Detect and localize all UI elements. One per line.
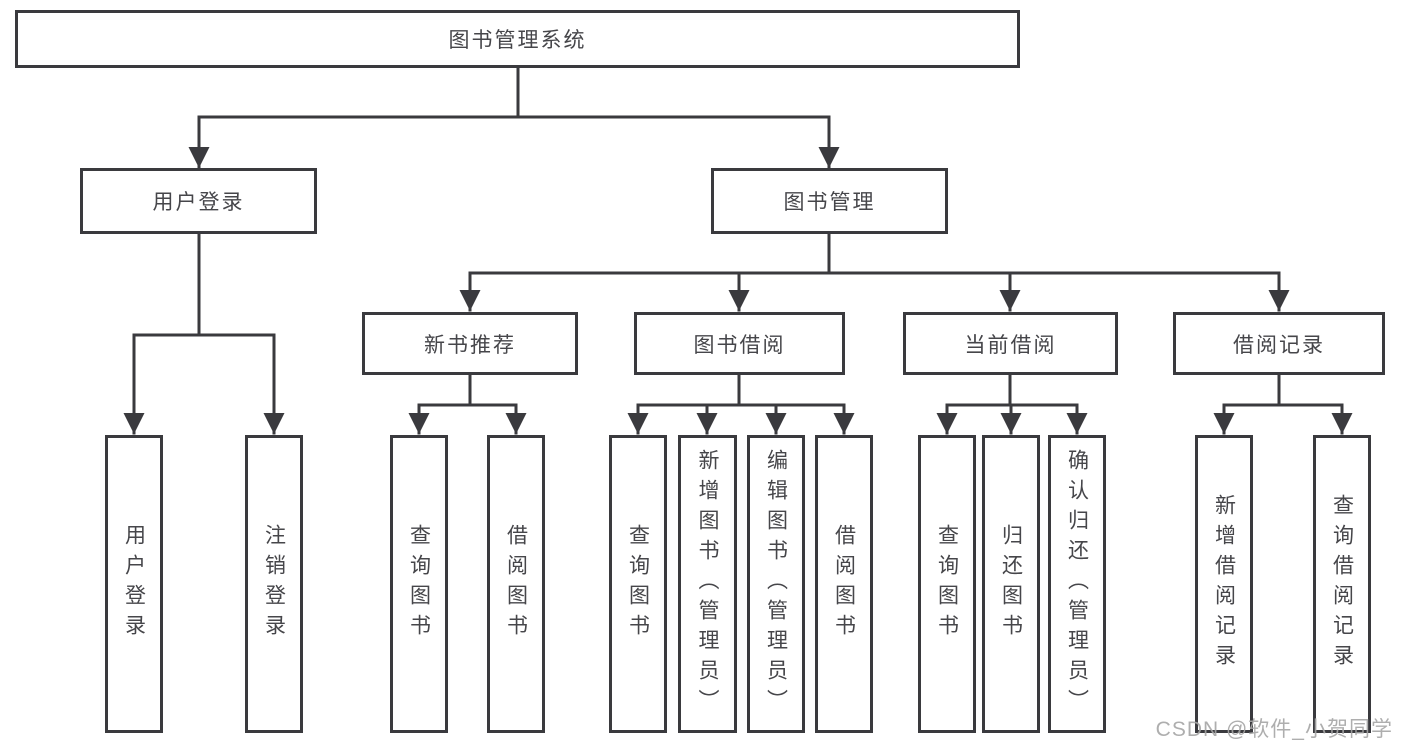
leaf-user-login: 用户登录 <box>105 435 163 733</box>
node-user-login: 用户登录 <box>80 168 317 234</box>
node-library-system-label: 图书管理系统 <box>448 29 587 52</box>
node-user-login-label: 用户登录 <box>152 191 245 214</box>
leaf-borrow-add-admin-label: 新增图书（管理员） <box>696 449 719 719</box>
leaf-logout-label: 注销登录 <box>262 524 286 644</box>
leaf-borrow-book-label: 借阅图书 <box>832 524 856 644</box>
node-book-management: 图书管理 <box>711 168 948 234</box>
leaf-current-return: 归还图书 <box>982 435 1040 733</box>
leaf-newbooks-query-label: 查询图书 <box>407 524 431 644</box>
leaf-logout: 注销登录 <box>245 435 303 733</box>
leaf-borrow-add-admin: 新增图书（管理员） <box>678 435 737 733</box>
leaf-borrow-query: 查询图书 <box>609 435 667 733</box>
node-book-management-label: 图书管理 <box>783 191 876 214</box>
leaf-user-login-label: 用户登录 <box>122 524 146 644</box>
node-book-borrow: 图书借阅 <box>634 312 845 375</box>
leaf-borrow-edit-admin-label: 编辑图书（管理员） <box>764 449 788 719</box>
node-current-borrow: 当前借阅 <box>903 312 1118 375</box>
leaf-newbooks-borrow-label: 借阅图书 <box>504 524 528 644</box>
node-new-book-recommend-label: 新书推荐 <box>424 333 516 357</box>
node-current-borrow-label: 当前借阅 <box>964 333 1057 357</box>
node-book-borrow-label: 图书借阅 <box>693 333 786 357</box>
node-library-system: 图书管理系统 <box>15 10 1020 68</box>
leaf-records-add-label: 新增借阅记录 <box>1212 494 1236 674</box>
leaf-newbooks-query: 查询图书 <box>390 435 448 733</box>
leaf-borrow-query-label: 查询图书 <box>626 524 650 644</box>
leaf-records-add: 新增借阅记录 <box>1195 435 1253 733</box>
leaf-records-query-label: 查询借阅记录 <box>1330 494 1354 674</box>
node-new-book-recommend: 新书推荐 <box>362 312 578 375</box>
leaf-current-confirm-admin: 确认归还（管理员） <box>1048 435 1106 733</box>
leaf-current-return-label: 归还图书 <box>999 524 1023 644</box>
leaf-records-query: 查询借阅记录 <box>1313 435 1371 733</box>
node-borrow-records-label: 借阅记录 <box>1233 333 1325 357</box>
leaf-current-query-label: 查询图书 <box>935 524 959 644</box>
node-borrow-records: 借阅记录 <box>1173 312 1385 375</box>
leaf-borrow-edit-admin: 编辑图书（管理员） <box>747 435 805 733</box>
csdn-watermark: CSDN @软件_小贺同学 <box>1155 718 1393 741</box>
leaf-borrow-book: 借阅图书 <box>815 435 873 733</box>
leaf-current-confirm-admin-label: 确认归还（管理员） <box>1065 449 1089 719</box>
leaf-newbooks-borrow: 借阅图书 <box>487 435 545 733</box>
leaf-current-query: 查询图书 <box>918 435 976 733</box>
